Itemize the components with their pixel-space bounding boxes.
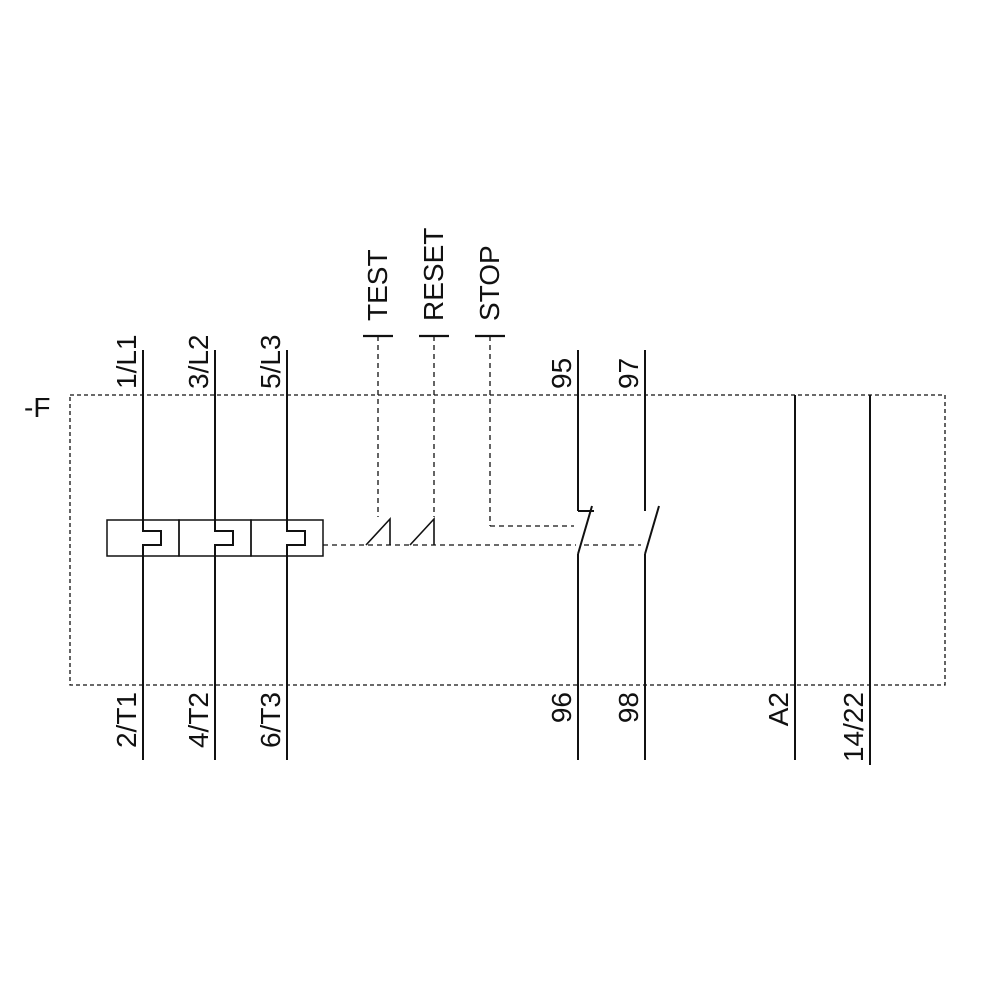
aux-label-98: 98 bbox=[613, 692, 644, 723]
no-contact-blade bbox=[644, 505, 660, 555]
aux-contacts bbox=[577, 350, 660, 760]
reset-actuator-icon bbox=[409, 516, 435, 546]
terminal-label-a2: A2 bbox=[763, 692, 794, 726]
nc-contact-blade bbox=[577, 505, 593, 555]
terminal-label-6t3: 6/T3 bbox=[255, 692, 286, 748]
right-terminals bbox=[794, 395, 871, 765]
heater-element-3 bbox=[250, 519, 324, 557]
aux-label-95: 95 bbox=[546, 358, 577, 389]
test-label: TEST bbox=[362, 249, 393, 321]
phase-l1-conductor bbox=[142, 350, 162, 760]
terminal-label-5l3: 5/L3 bbox=[255, 335, 286, 390]
terminal-label-1422: 14/22 bbox=[838, 692, 869, 762]
device-designator-label: -F bbox=[24, 392, 50, 423]
main-circuit bbox=[106, 350, 324, 760]
terminal-label-3l2: 3/L2 bbox=[183, 335, 214, 390]
aux-label-96: 96 bbox=[546, 692, 577, 723]
stop-label: STOP bbox=[474, 245, 505, 321]
phase-l3-conductor bbox=[286, 350, 306, 760]
device-boundary bbox=[69, 394, 946, 686]
terminal-label-4t2: 4/T2 bbox=[183, 692, 214, 748]
test-actuator-icon bbox=[365, 516, 391, 546]
terminal-label-1l1: 1/L1 bbox=[111, 335, 142, 390]
phase-l2-conductor bbox=[214, 350, 234, 760]
aux-label-97: 97 bbox=[613, 358, 644, 389]
reset-label: RESET bbox=[418, 228, 449, 321]
actuator-group bbox=[323, 334, 641, 546]
terminal-label-2t1: 2/T1 bbox=[111, 692, 142, 748]
